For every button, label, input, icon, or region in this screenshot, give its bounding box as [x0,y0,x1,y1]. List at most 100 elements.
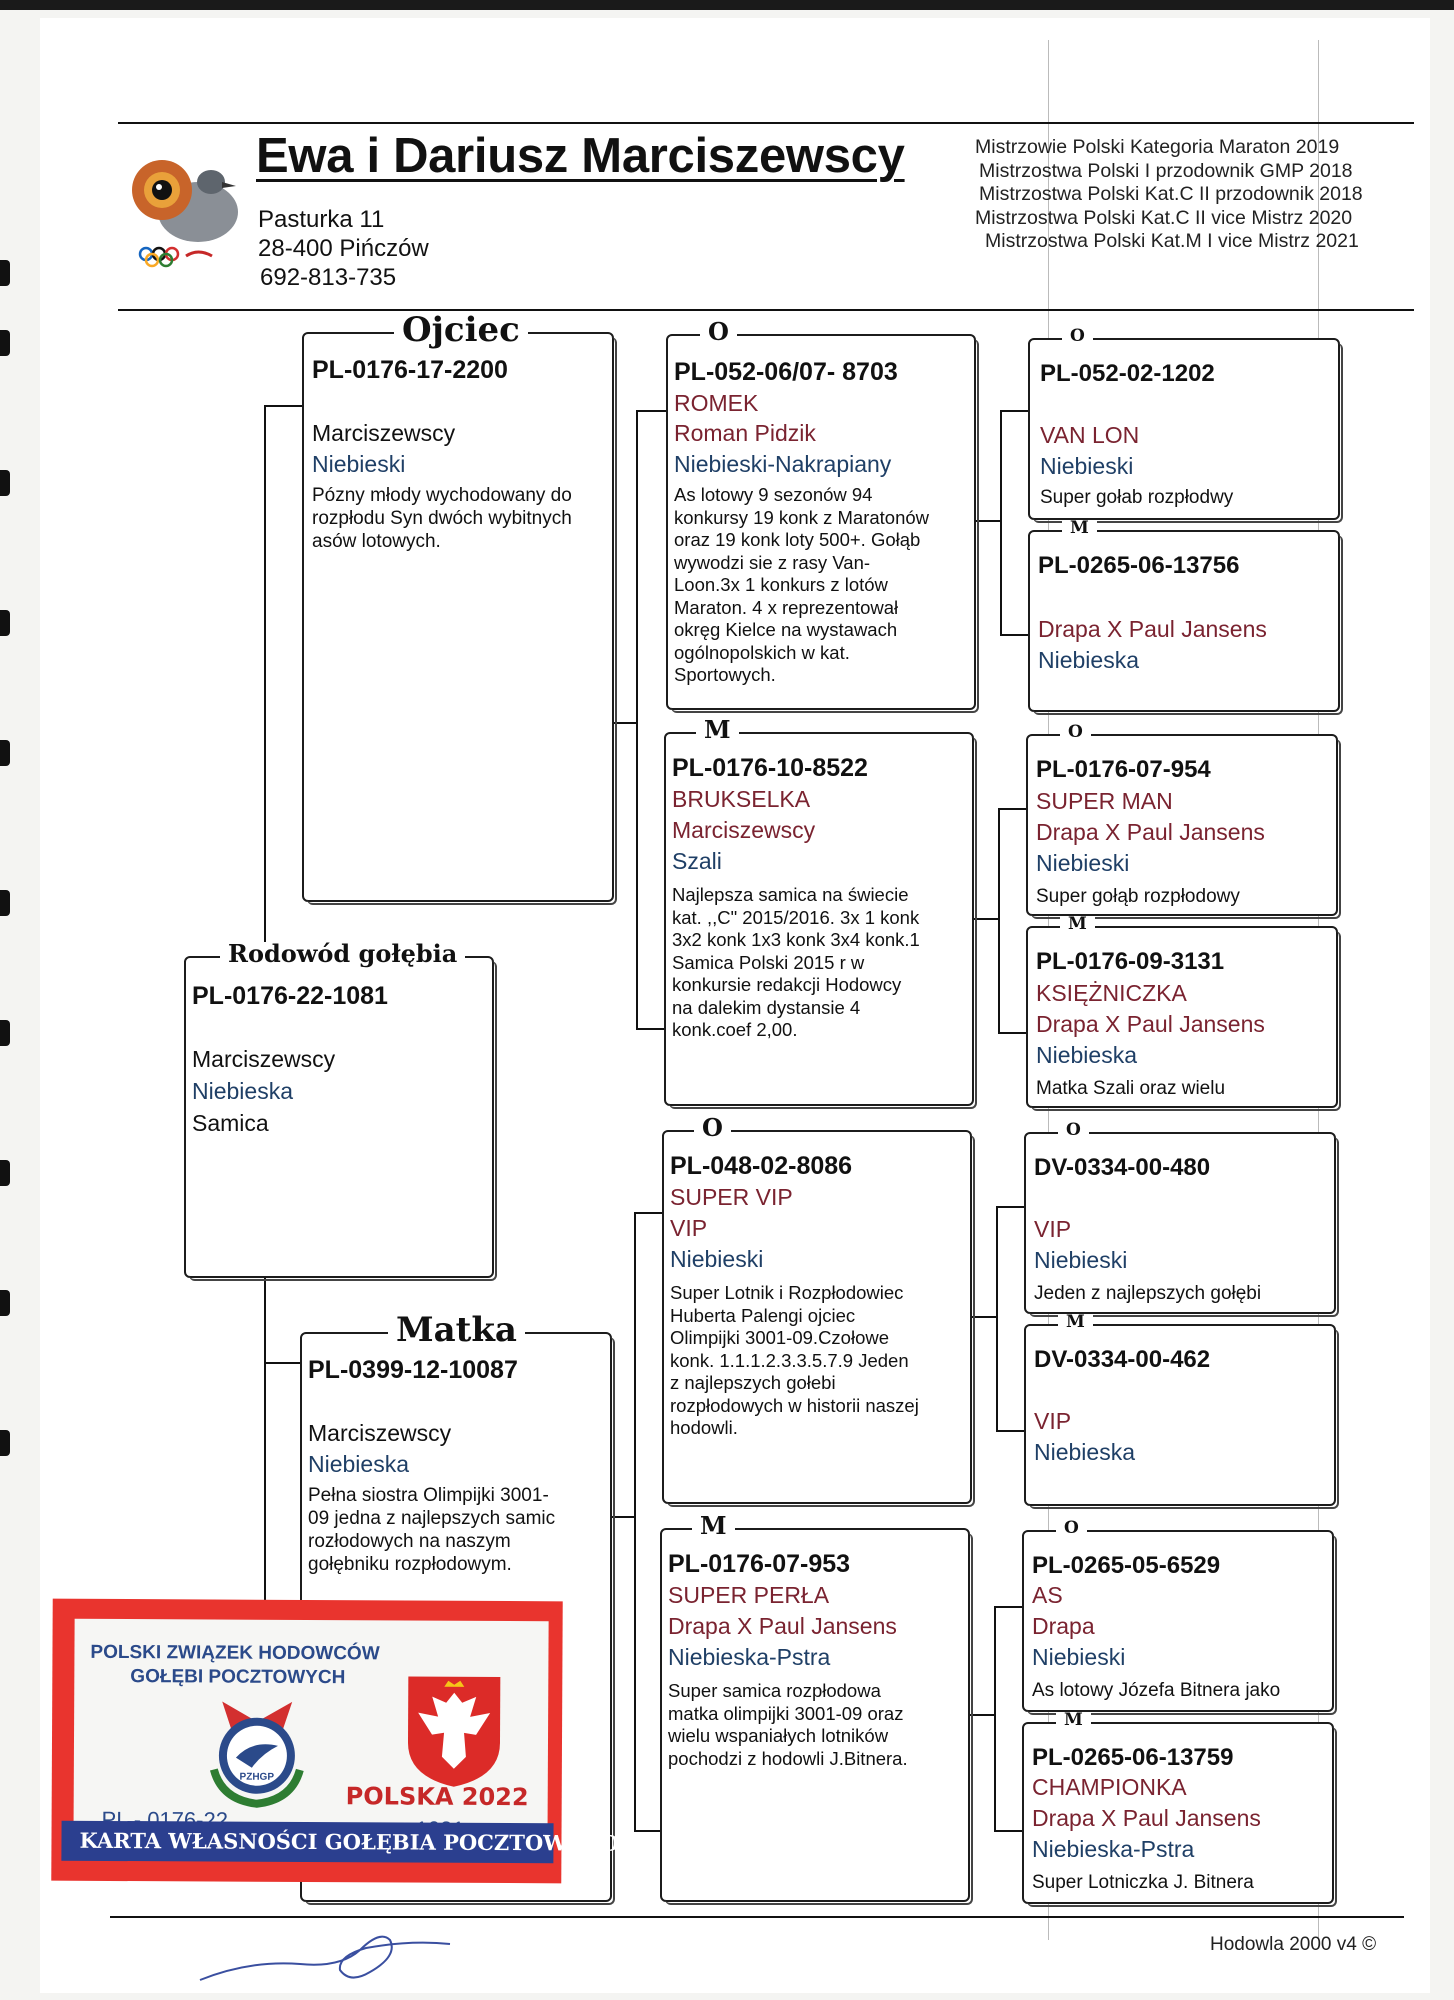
connector [634,1830,662,1832]
g3-breeder: Drapa X Paul Jansens [1036,819,1265,845]
connector [636,1028,664,1030]
father-ring: PL-0176-17-2200 [312,356,508,384]
bird-box: Rodowód gołębia PL-0176-22-1081 Marcisze… [184,942,497,1281]
g3-box: O PL-0176-07-954 SUPER MAN Drapa X Paul … [1026,724,1341,919]
card-title-band: KARTA WŁASNOŚCI GOŁĘBIA POCZTOWEGO [61,1820,619,1864]
achievement-item: Mistrzostwa Polski Kat.M I vice Mistrz 2… [985,230,1359,252]
signature-icon [199,1935,451,1981]
connector [972,1316,998,1318]
connector [636,410,666,412]
g6-label: M [1058,1314,1093,1331]
breeder-title: Ewa i Dariusz Marciszewscy [256,129,905,183]
achievement-item: Mistrzostwa Polski Kat.C II przodownik 2… [979,183,1363,205]
mm-name: SUPER PERŁA [668,1582,830,1608]
g7-color: Niebieski [1032,1644,1126,1670]
g2-box: M PL-0265-06-13756 Drapa X Paul Jansens … [1028,520,1343,715]
g4-description: Matka Szali oraz wielu [1036,1078,1226,1099]
address-city: 28-400 Pińczów [258,235,429,262]
g7-description: As lotowy Józefa Bitnera jako [1032,1680,1281,1701]
ownership-card: POLSKI ZWIĄZEK HODOWCÓW GOŁĘBI POCZTOWYC… [51,1598,619,1884]
card-org-line1: POLSKI ZWIĄZEK HODOWCÓW [90,1641,380,1665]
connector [976,520,1002,522]
pzhgp-logo-icon: PZHGP [209,1701,304,1808]
connector [610,1516,636,1518]
card-country: POLSKA 2022 [345,1782,529,1812]
mf-label: O [694,1116,731,1140]
fm-box: M PL-0176-10-8522 BRUKSELKA Marciszewscy… [664,718,977,1109]
g7-breeder: Drapa [1032,1613,1095,1639]
binder-holes [0,0,14,2000]
mother-ring: PL-0399-12-10087 [308,1356,518,1384]
connector [636,410,638,1030]
g7-ring: PL-0265-05-6529 [1032,1552,1221,1579]
ff-breeder: Roman Pidzik [674,420,816,446]
header-rule-bottom [118,309,1414,311]
mother-breeder: Marciszewscy [308,1420,452,1446]
g3-label: O [1060,724,1091,741]
father-label: Ojciec [394,313,528,347]
card-org-line2: GOŁĘBI POCZTOWYCH [130,1666,346,1689]
g2-label: M [1062,520,1097,537]
g8-ring: PL-0265-06-13759 [1032,1744,1234,1771]
mm-ring: PL-0176-07-953 [668,1550,851,1578]
g1-description: Super gołab rozpłodwy [1040,487,1234,508]
connector [996,1430,1024,1432]
achievements-list: Mistrzowie Polski Kategoria Maraton 2019… [975,136,1363,254]
g1-name: VAN LON [1040,422,1140,448]
g5-label: O [1058,1122,1089,1139]
scan-top-edge [0,0,1454,10]
connector [1000,410,1002,636]
bird-ring: PL-0176-22-1081 [192,982,388,1010]
ff-label: O [700,320,737,344]
g1-color: Niebieski [1040,453,1134,479]
mf-breeder: VIP [670,1215,708,1241]
bird-color: Niebieska [192,1078,293,1104]
g3-description: Super gołąb rozpłodowy [1036,886,1240,907]
bird-box-label: Rodowód gołębia [220,942,466,966]
connector [264,1362,300,1364]
achievement-item: Mistrzostwa Polski Kat.C II vice Mistrz … [975,206,1353,229]
ff-color: Niebieski-Nakrapiany [674,451,892,477]
g5-color: Niebieski [1034,1247,1128,1273]
g1-box: O PL-052-02-1202 VAN LON Niebieski Super… [1028,328,1343,523]
bird-breeder: Marciszewscy [192,1046,336,1072]
fm-color: Szali [672,848,722,874]
ff-ring: PL-052-06/07- 8703 [674,358,898,386]
mother-description: Pełna siostra Olimpijki 3001-09 jedna z … [308,1485,556,1575]
father-breeder: Marciszewscy [312,420,456,446]
fm-ring: PL-0176-10-8522 [672,754,868,782]
mother-color: Niebieska [308,1451,409,1477]
bird-sex: Samica [192,1110,269,1136]
g5-box: O DV-0334-00-480 VIP Niebieski Jeden z n… [1024,1122,1339,1317]
mother-label: Matka [388,1313,525,1347]
g4-color: Niebieska [1036,1042,1137,1068]
connector [996,1206,998,1432]
g1-label: O [1062,328,1093,345]
mf-color: Niebieski [670,1246,764,1272]
polish-eagle-icon [407,1676,501,1787]
father-color: Niebieski [312,451,406,477]
father-box: Ojciec PL-0176-17-2200 Marciszewscy Nieb… [302,313,617,905]
phone-number: 692-813-735 [260,264,397,291]
connector [994,1606,996,1832]
connector [1000,634,1028,636]
connector [264,405,302,407]
g6-box: M DV-0334-00-462 VIP Niebieska [1024,1314,1339,1509]
g8-description: Super Lotniczka J. Bitnera [1032,1872,1254,1893]
address-street: Pasturka 11 [258,206,385,233]
g5-description: Jeden z najlepszych gołębi [1034,1283,1262,1304]
header-rule-top [118,122,1414,124]
mf-ring: PL-048-02-8086 [670,1152,853,1180]
g6-ring: DV-0334-00-462 [1034,1346,1211,1373]
g6-color: Niebieska [1034,1439,1135,1465]
g1-ring: PL-052-02-1202 [1040,360,1215,387]
ff-name: ROMEK [674,390,759,416]
connector [264,405,266,953]
connector [634,1212,662,1214]
mf-name: SUPER VIP [670,1184,793,1210]
g4-ring: PL-0176-09-3131 [1036,948,1225,975]
connector [974,918,1000,920]
